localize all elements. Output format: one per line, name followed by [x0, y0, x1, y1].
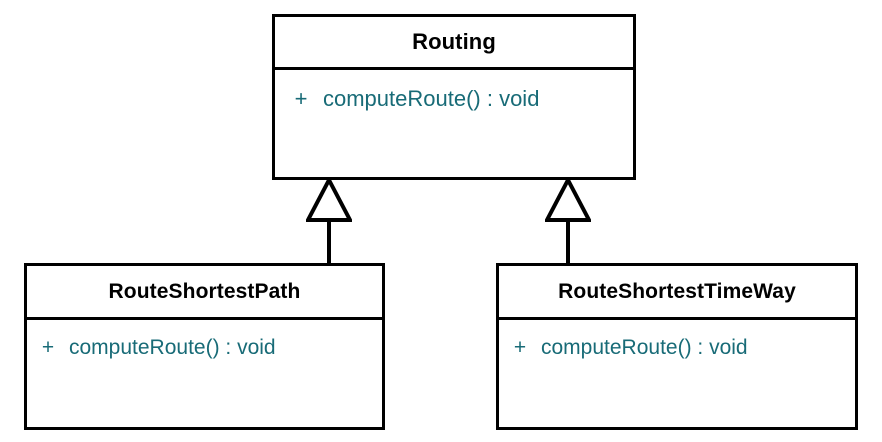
uml-class-routing[interactable]: Routing + computeRoute() : void — [272, 14, 636, 180]
uml-class-name-routeshortestpath: RouteShortestPath — [27, 266, 382, 320]
generalization-line — [566, 220, 570, 266]
uml-operations-compartment-routeshortesttimeway: + computeRoute() : void — [499, 320, 855, 427]
uml-operation-row: + computeRoute() : void — [275, 86, 633, 112]
uml-operation-signature: computeRoute() : void — [69, 336, 276, 359]
uml-operation-row: + computeRoute() : void — [499, 336, 855, 360]
uml-operation-signature: computeRoute() : void — [323, 86, 540, 111]
uml-class-routeshortesttimeway[interactable]: RouteShortestTimeWay + computeRoute() : … — [496, 263, 858, 430]
uml-operation-row: + computeRoute() : void — [27, 336, 382, 360]
uml-visibility-marker: + — [41, 336, 55, 359]
uml-operations-compartment-routeshortestpath: + computeRoute() : void — [27, 320, 382, 427]
hollow-triangle-arrowhead-icon — [306, 178, 352, 222]
uml-class-routeshortestpath[interactable]: RouteShortestPath + computeRoute() : voi… — [24, 263, 385, 430]
uml-visibility-marker: + — [294, 86, 308, 111]
uml-operation-signature: computeRoute() : void — [541, 336, 748, 359]
uml-visibility-marker: + — [513, 336, 527, 359]
uml-class-name-routeshortesttimeway: RouteShortestTimeWay — [499, 266, 855, 320]
generalization-arrow-routeshortesttimeway-to-routing — [545, 178, 591, 266]
generalization-line — [327, 220, 331, 266]
generalization-arrow-routeshortestpath-to-routing — [306, 178, 352, 266]
hollow-triangle-arrowhead-icon — [545, 178, 591, 222]
uml-class-name-routing: Routing — [275, 17, 633, 70]
uml-operations-compartment-routing: + computeRoute() : void — [275, 70, 633, 177]
